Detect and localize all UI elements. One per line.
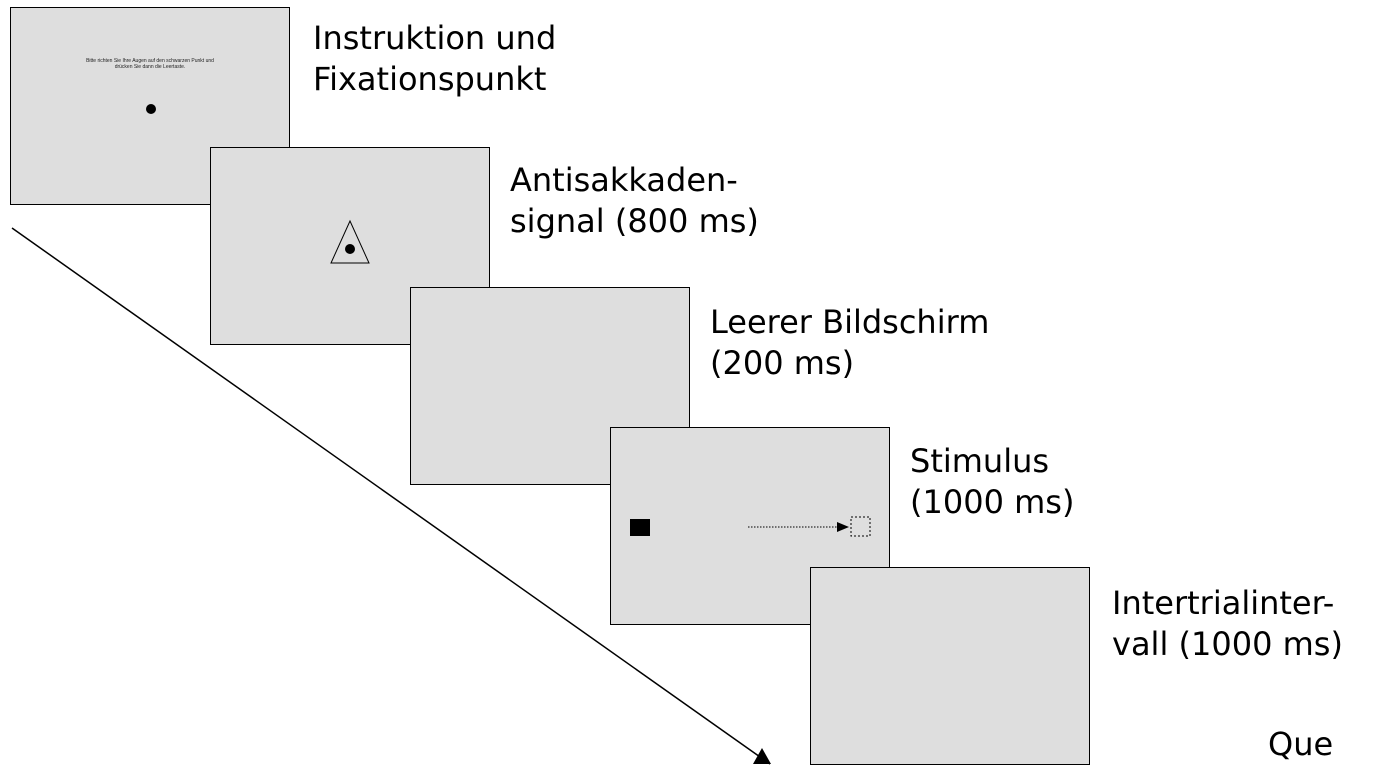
label-line: Antisakkaden- xyxy=(510,161,738,199)
screen-label-stimulus: Stimulus (1000 ms) xyxy=(910,441,1074,523)
label-line: signal (800 ms) xyxy=(510,202,759,240)
label-line: vall (1000 ms) xyxy=(1112,625,1343,663)
label-line: Fixationspunkt xyxy=(313,60,547,98)
label-line: Leerer Bildschirm xyxy=(710,303,990,341)
triangle-cue-icon xyxy=(330,219,370,264)
label-line: (1000 ms) xyxy=(910,483,1075,521)
label-line: Stimulus xyxy=(910,442,1050,480)
screen-label-intertrial: Intertrialinter- vall (1000 ms) xyxy=(1112,583,1343,665)
label-line: (200 ms) xyxy=(710,344,855,382)
screen-intertrial-interval xyxy=(810,567,1090,765)
instruction-line-2: drücken Sie dann die Leertaste. xyxy=(114,64,186,70)
stimulus-square-icon xyxy=(630,519,650,536)
time-arrow-icon xyxy=(11,227,771,765)
fixation-dot-icon xyxy=(146,104,156,114)
source-label: Que xyxy=(1268,725,1334,763)
screen-label-blank: Leerer Bildschirm (200 ms) xyxy=(710,302,989,384)
screen-label-instruction: Instruktion und Fixationspunkt xyxy=(313,18,556,100)
time-arrow-head xyxy=(753,748,771,764)
dotted-arrow-head xyxy=(837,522,849,532)
target-outline-icon xyxy=(850,516,871,537)
instruction-text: Bitte richten Sie Ihre Augen auf den sch… xyxy=(31,58,269,70)
screen-blank xyxy=(410,287,690,485)
label-line: Intertrialinter- xyxy=(1112,584,1335,622)
instruction-line-1: Bitte richten Sie Ihre Augen auf den sch… xyxy=(86,58,214,64)
screen-label-antisaccade: Antisakkaden- signal (800 ms) xyxy=(510,160,759,242)
fixation-dot-icon xyxy=(345,244,355,254)
stimulus-graphic xyxy=(630,516,871,537)
label-line: Instruktion und xyxy=(313,19,557,57)
